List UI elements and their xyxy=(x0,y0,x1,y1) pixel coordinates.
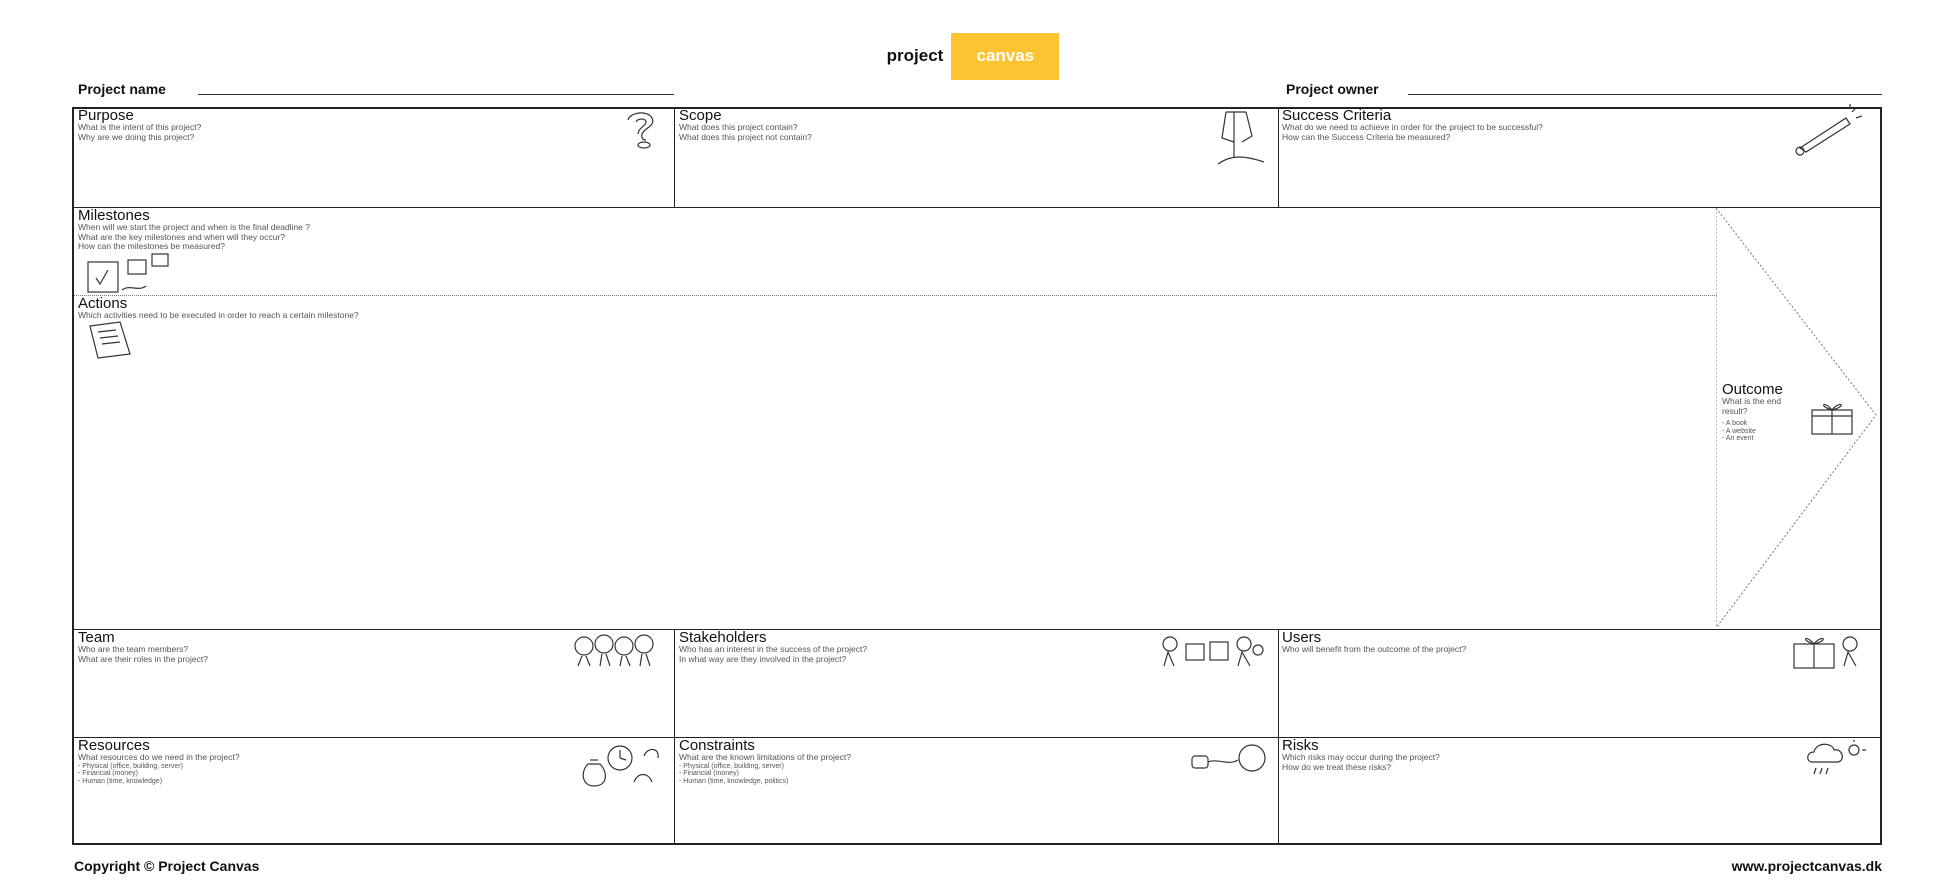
logo-word-project: project xyxy=(886,46,944,65)
checklist-icon xyxy=(89,321,131,359)
success-criteria-questions: What do we need to achieve in order for … xyxy=(1282,122,1543,142)
scope-title: Scope xyxy=(679,107,722,124)
scope-questions: What does this project contain? What doe… xyxy=(679,122,812,142)
project-name-label: Project name xyxy=(78,81,166,97)
project-name-field[interactable] xyxy=(198,94,674,95)
col-divider-bottom-2 xyxy=(1278,629,1279,845)
resources-list: - Physical (office, building, server) - … xyxy=(78,762,183,785)
footer-website-link[interactable]: www.projectcanvas.dk xyxy=(1731,858,1882,874)
constraints-questions: What are the known limitations of the pr… xyxy=(679,752,851,762)
resources-box[interactable]: Resources What resources do we need in t… xyxy=(78,738,240,785)
calendar-icon xyxy=(87,253,169,293)
actions-box[interactable]: Actions Which activities need to be exec… xyxy=(78,296,359,321)
purpose-box[interactable]: Purpose What is the intent of this proje… xyxy=(78,108,201,142)
col-divider-top-1 xyxy=(674,107,675,207)
storm-cloud-icon xyxy=(1807,740,1866,775)
row-divider-bottom xyxy=(72,737,1882,738)
scales-icon xyxy=(1217,111,1265,165)
col-divider-top-2 xyxy=(1278,107,1279,207)
users-box[interactable]: Users Who will benefit from the outcome … xyxy=(1282,630,1466,655)
canvas-frame xyxy=(72,107,1882,845)
question-mark-icon xyxy=(627,112,654,149)
success-criteria-title: Success Criteria xyxy=(1282,107,1392,124)
logo: project canvas xyxy=(0,32,1946,80)
row-divider-middle xyxy=(72,629,1882,630)
outcome-list: - A book - A website - An event xyxy=(1722,420,1756,442)
outcome-title: Outcome xyxy=(1722,381,1783,398)
milestones-box[interactable]: Milestones When will we start the projec… xyxy=(78,208,310,252)
constraints-title: Constraints xyxy=(679,737,755,754)
outcome-box[interactable]: Outcome What is the end result? - A book… xyxy=(1722,382,1783,443)
user-gift-icon xyxy=(1793,636,1858,669)
col-divider-bottom-1 xyxy=(674,629,675,845)
milestones-questions: When will we start the project and when … xyxy=(78,222,310,251)
outcome-arrow xyxy=(1716,208,1877,628)
actions-title: Actions xyxy=(78,295,128,312)
gift-box-icon xyxy=(1811,403,1853,435)
stakeholders-box[interactable]: Stakeholders Who has an interest in the … xyxy=(679,630,867,664)
project-owner-label: Project owner xyxy=(1286,81,1379,97)
milestones-actions-divider xyxy=(74,295,1717,296)
success-criteria-box[interactable]: Success Criteria What do we need to achi… xyxy=(1282,108,1543,142)
thermometer-icon xyxy=(1795,104,1863,156)
users-questions: Who will benefit from the outcome of the… xyxy=(1282,644,1467,654)
resources-title: Resources xyxy=(78,737,150,754)
purpose-title: Purpose xyxy=(78,107,134,124)
project-owner-field[interactable] xyxy=(1408,94,1882,95)
scope-box[interactable]: Scope What does this project contain? Wh… xyxy=(679,108,812,142)
footer-copyright: Copyright © Project Canvas xyxy=(74,858,260,874)
constraints-list: - Physical (office, building, server) - … xyxy=(679,762,789,785)
actions-questions: Which activities need to be executed in … xyxy=(78,310,359,320)
stakeholders-title: Stakeholders xyxy=(679,629,767,646)
ball-chain-icon xyxy=(1191,744,1266,772)
risks-title: Risks xyxy=(1282,737,1319,754)
risks-box[interactable]: Risks Which risks may occur during the p… xyxy=(1282,738,1440,772)
logo-word-canvas: canvas xyxy=(951,32,1060,80)
resources-questions: What resources do we need in the project… xyxy=(78,752,240,762)
risks-questions: Which risks may occur during the project… xyxy=(1282,752,1440,772)
team-box[interactable]: Team Who are the team members? What are … xyxy=(78,630,208,664)
puzzle-people-icon xyxy=(1162,636,1264,667)
team-title: Team xyxy=(78,629,115,646)
team-questions: Who are the team members? What are their… xyxy=(78,644,208,664)
team-people-icon xyxy=(574,634,654,667)
users-title: Users xyxy=(1282,629,1322,646)
stakeholders-questions: Who has an interest in the success of th… xyxy=(679,644,868,664)
row-divider-top xyxy=(72,207,1882,208)
constraints-box[interactable]: Constraints What are the known limitatio… xyxy=(679,738,851,785)
outcome-questions: What is the end result? xyxy=(1722,396,1782,416)
purpose-questions: What is the intent of this project? Why … xyxy=(78,122,202,142)
milestones-title: Milestones xyxy=(78,207,150,224)
money-bag-clock-icon xyxy=(582,745,659,787)
